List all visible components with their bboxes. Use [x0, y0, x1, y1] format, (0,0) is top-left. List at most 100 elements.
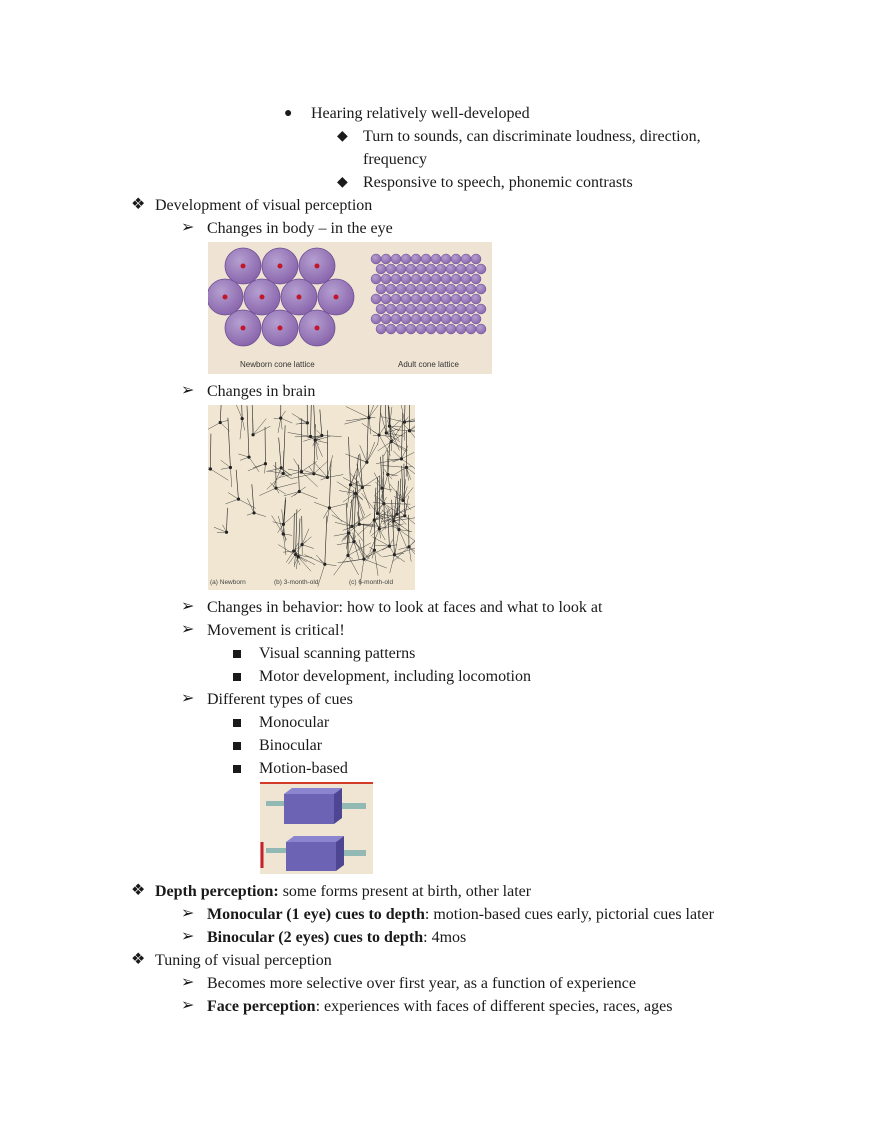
dendrite — [270, 482, 277, 489]
adult-cone — [395, 283, 407, 295]
dendrite — [317, 564, 326, 587]
dendrite — [406, 467, 415, 475]
dendrite — [315, 554, 325, 565]
adult-cone — [445, 303, 457, 315]
arrow-bullet-icon: ➢ — [181, 598, 195, 615]
dendrite — [377, 441, 392, 452]
dendrite — [382, 454, 385, 504]
cone-dot — [259, 294, 265, 300]
dendrite — [301, 528, 310, 545]
dendrite — [299, 486, 306, 492]
dendrite — [355, 457, 367, 463]
dendrite — [351, 489, 354, 527]
dendrite — [368, 405, 370, 418]
dendrite — [241, 405, 243, 419]
dendrite — [374, 544, 390, 547]
dendrite — [404, 416, 409, 423]
dendrite — [392, 458, 402, 463]
dendrite — [406, 467, 409, 481]
neuron-panel-label: (b) 3-month-old — [274, 579, 319, 586]
heading-dev-visual: Development of visual perception — [155, 197, 373, 214]
dendrite — [380, 474, 389, 501]
dendrite — [264, 463, 266, 474]
dendrite — [297, 518, 301, 557]
dendrite — [288, 544, 303, 565]
dendrite — [346, 526, 353, 533]
dendrite — [379, 434, 393, 437]
dendrite — [401, 405, 405, 423]
dendrite — [247, 498, 255, 514]
dendrite — [287, 468, 302, 472]
adult-cone — [390, 253, 402, 265]
neuron-panel-label: (c) 6-month-old — [349, 579, 393, 586]
dendrite — [329, 460, 332, 508]
dendrite — [334, 522, 353, 527]
dendrite — [307, 422, 309, 439]
dendrite — [381, 509, 400, 530]
dendrite — [408, 546, 415, 555]
dendrite — [235, 469, 239, 500]
adult-cone — [405, 303, 417, 315]
dendrite — [345, 417, 370, 422]
dendrite — [383, 441, 392, 457]
adult-cone — [420, 253, 432, 265]
square-bullet-icon — [233, 719, 241, 727]
dendrite — [210, 433, 212, 469]
dendrite — [396, 480, 399, 515]
dendrite — [408, 540, 415, 547]
dendrite — [236, 405, 243, 419]
dendrite — [378, 405, 382, 436]
dendrite — [408, 546, 415, 552]
dendrite — [369, 546, 375, 551]
dendrite — [247, 463, 266, 472]
dendrite — [350, 484, 357, 490]
dendrite — [347, 542, 371, 556]
dendrite — [381, 487, 393, 491]
dendrite — [310, 436, 321, 438]
dendrite — [383, 503, 386, 525]
adult-cone — [475, 263, 487, 275]
adult-cone — [400, 253, 412, 265]
dendrite — [366, 451, 368, 463]
square-bullet-icon — [233, 765, 241, 773]
adult-cone — [430, 293, 442, 305]
dendrite — [384, 426, 387, 433]
dendrite — [409, 430, 415, 432]
dendrite — [394, 548, 397, 555]
adult-cone — [385, 263, 397, 275]
dendrite — [273, 467, 282, 488]
adult-cone — [405, 283, 417, 295]
dendrite — [227, 417, 231, 468]
diamond-bullet-icon: ◆ — [337, 175, 348, 190]
neuron-body — [236, 497, 241, 501]
dendrite — [310, 436, 321, 441]
dendrite — [396, 508, 406, 515]
dendrite — [344, 532, 350, 541]
motion-cue-image — [260, 782, 373, 871]
dendrite — [386, 432, 401, 443]
dendrite — [389, 545, 395, 555]
adult-cone — [415, 303, 427, 315]
dendrite — [282, 500, 286, 535]
dendrite — [384, 469, 389, 475]
dendrite — [298, 556, 312, 572]
cone-dot — [222, 294, 228, 300]
dendrite — [293, 513, 295, 552]
dendrite — [364, 550, 375, 558]
dendrite — [239, 418, 243, 440]
dendrite — [346, 526, 353, 530]
adult-cone — [435, 323, 447, 335]
dendrite — [272, 521, 284, 525]
adult-cone — [385, 323, 397, 335]
dendrite — [347, 555, 354, 560]
bullet-hearing: Hearing relatively well-developed — [311, 105, 530, 122]
dendrite — [238, 498, 256, 509]
adult-cone — [410, 253, 422, 265]
dendrite — [293, 550, 302, 556]
mono-depth-bold: Monocular (1 eye) cues to depth — [207, 906, 425, 923]
dendrite — [355, 493, 364, 501]
dendrite — [346, 484, 351, 508]
dendrite — [389, 426, 393, 452]
adult-cone — [425, 323, 437, 335]
dendrite — [333, 532, 349, 537]
